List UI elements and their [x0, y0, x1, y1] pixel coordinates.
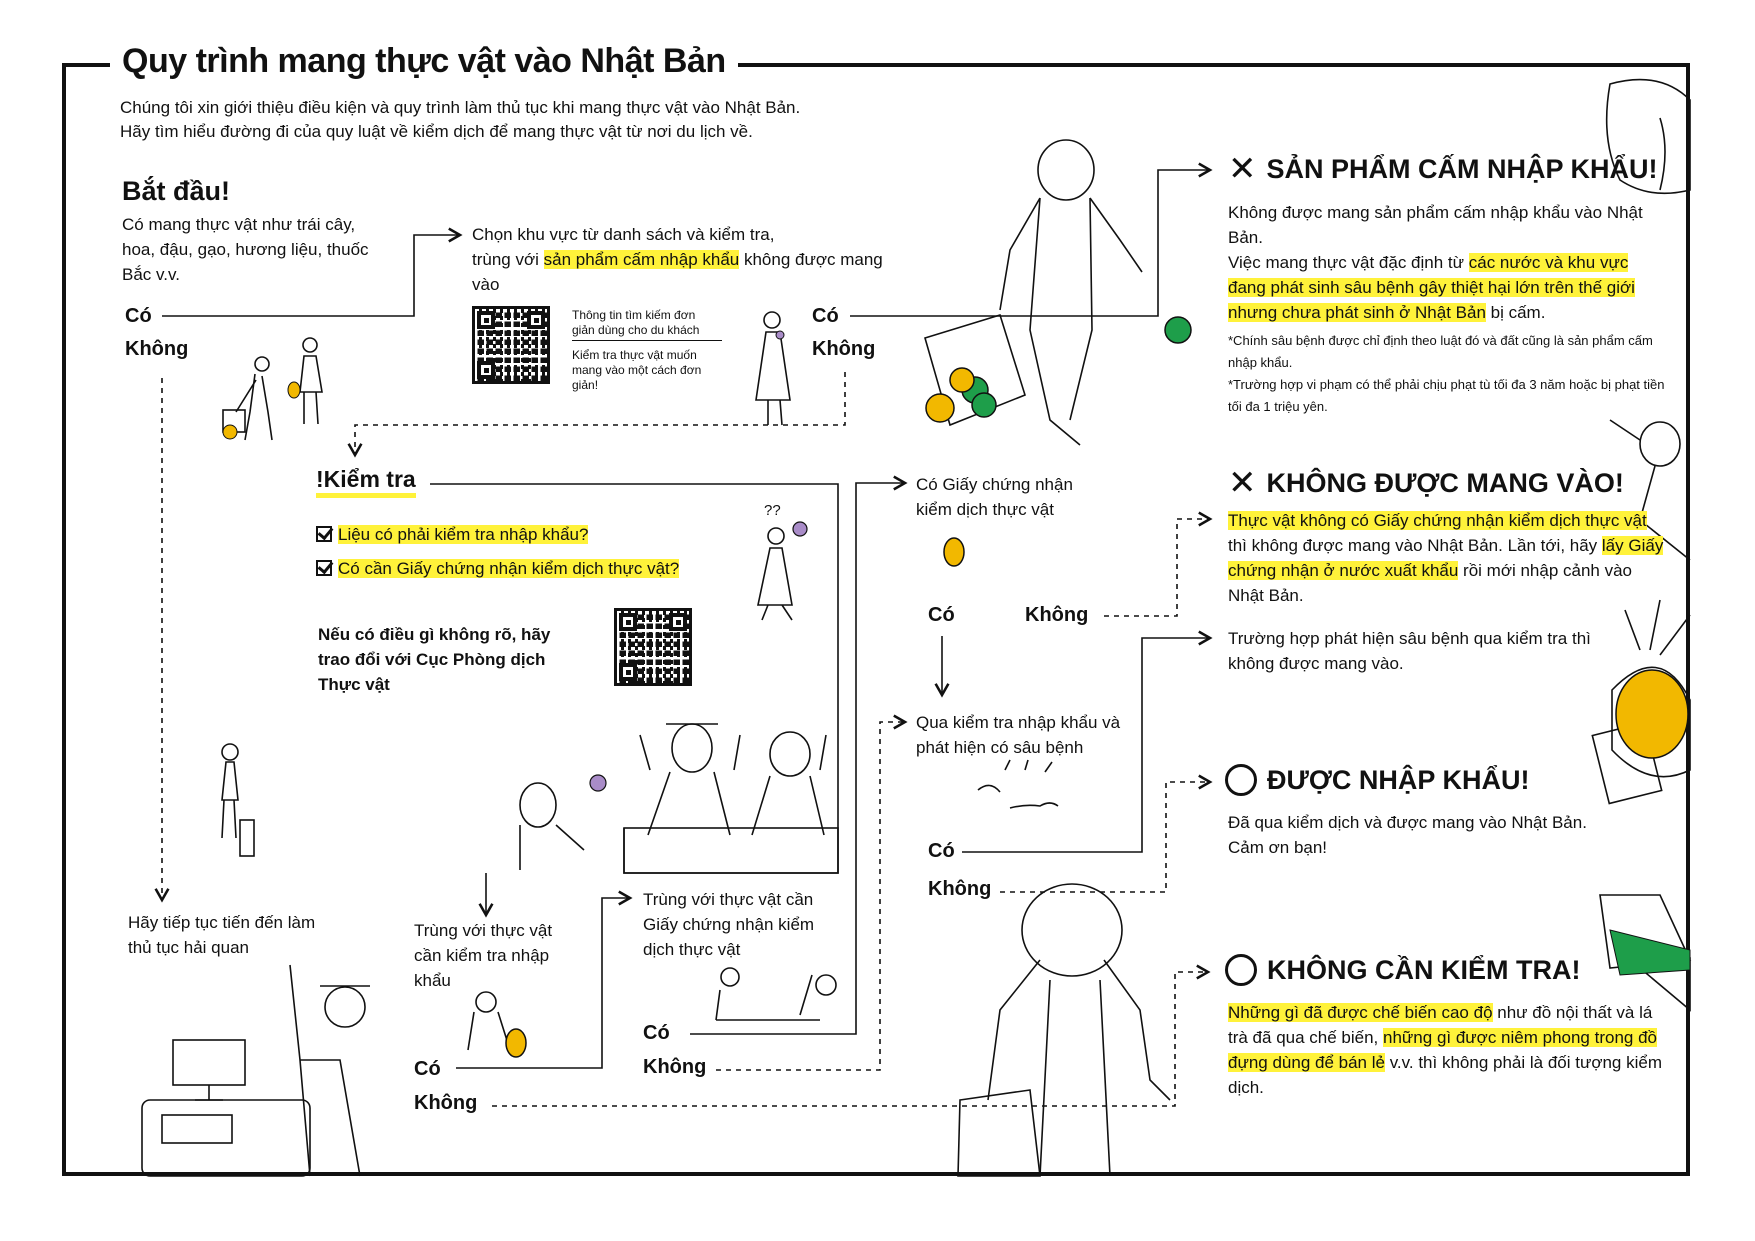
page-frame [62, 63, 1690, 1176]
qr-code-search[interactable] [472, 306, 550, 384]
has-cert-no: Không [1025, 604, 1089, 626]
banned-p2-post: bị cấm. [1485, 303, 1546, 322]
need-inspect-text: Trùng với thực vật cần kiểm tra nhập khẩ… [414, 921, 553, 990]
not-allowed-heading: ✕ KHÔNG ĐƯỢC MANG VÀO! [1228, 466, 1624, 500]
inspect-heading-text: Kiểm tra [323, 466, 416, 492]
check-list-line-3: vào [472, 275, 500, 294]
inspect-contact: Nếu có điều gì không rõ, hãy trao đổi vớ… [318, 625, 551, 694]
need-cert-text: Trùng với thực vật cần Giấy chứng nhận k… [643, 890, 815, 959]
intro: Chúng tôi xin giới thiệu điều kiện và qu… [120, 96, 1020, 144]
cross-icon: ✕ [1228, 464, 1257, 502]
circle-icon [1225, 764, 1257, 796]
inspect-q2-text: Có cần Giấy chứng nhận kiểm dịch thực vậ… [338, 559, 680, 578]
banned-p2-pre: Việc mang thực vật đặc định từ [1228, 253, 1469, 272]
no-inspect-post: v.v. thì không phải là đối tượng kiểm dị… [1228, 1053, 1663, 1097]
not-allowed-mid: thì không được mang vào Nhật Bản. Lần tớ… [1228, 536, 1602, 555]
banned-note-2: *Trường hợp vi phạm có thể phải chịu phạ… [1228, 377, 1665, 414]
start-question: Có mang thực vật như trái cây, hoa, đậu,… [122, 215, 369, 284]
inspect-q2: Có cần Giấy chứng nhận kiểm dịch thực vậ… [316, 556, 680, 581]
intro-line-2: Hãy tìm hiểu đường đi của quy luật về ki… [120, 122, 753, 141]
pest-found-text: Qua kiểm tra nhập khẩu và phát hiện có s… [916, 713, 1121, 757]
has-cert-yes: Có [928, 604, 955, 626]
not-allowed-heading-text: KHÔNG ĐƯỢC MANG VÀO! [1266, 467, 1624, 498]
check-list-line-1: Chọn khu vực từ danh sách và kiểm tra, [472, 225, 775, 244]
not-allowed-post: rồi mới nhập cảnh vào Nhật Bản. [1228, 561, 1632, 605]
not-allowed-p2: Trường hợp phát hiện sâu bệnh qua kiểm t… [1228, 629, 1591, 673]
question-marks: ?? [764, 502, 781, 519]
check-list-text: Chọn khu vực từ danh sách và kiểm tra, t… [472, 222, 922, 297]
customs-text: Hãy tiếp tục tiến đến làm thủ tục hải qu… [128, 913, 316, 957]
fruit-marks [222, 316, 1691, 1058]
check-list-yes: Có [812, 305, 839, 327]
allowed-heading-text: ĐƯỢC NHẬP KHẨU! [1267, 764, 1530, 795]
no-inspect-heading-text: KHÔNG CẦN KIỂM TRA! [1267, 954, 1581, 985]
page-title: Quy trình mang thực vật vào Nhật Bản [110, 42, 738, 81]
pest-found-yes: Có [928, 840, 955, 862]
intro-line-1: Chúng tôi xin giới thiệu điều kiện và qu… [120, 98, 801, 117]
check-list-line-2-pre: trùng với [472, 250, 544, 269]
start-yes: Có [125, 305, 152, 327]
inspect-q1-text: Liệu có phải kiểm tra nhập khẩu? [338, 525, 589, 544]
has-cert-text: Có Giấy chứng nhận kiểm dịch thực vật [916, 475, 1073, 519]
start-no: Không [125, 338, 189, 360]
banned-p1: Không được mang sản phẩm cấm nhập khẩu v… [1228, 203, 1643, 247]
qr-code-contact[interactable] [614, 608, 692, 686]
banned-p2: Việc mang thực vật đặc định từ các nước … [1228, 250, 1668, 325]
qr-info-2: Kiểm tra thực vật muốn mang vào một cách… [572, 348, 702, 392]
need-cert-yes: Có [643, 1022, 670, 1044]
no-inspect-mid: như đồ nội thất và lá trà đã qua chế biế… [1228, 1003, 1653, 1047]
check-list-line-2: trùng với sản phẩm cấm nhập khẩu không đ… [472, 247, 922, 272]
allowed-p2: Cảm ơn bạn! [1228, 838, 1328, 857]
allowed-heading: ĐƯỢC NHẬP KHẨU! [1225, 764, 1529, 796]
start-heading: Bắt đầu! [122, 176, 230, 206]
inspect-heading: !Kiểm tra [316, 466, 416, 498]
allowed-p1: Đã qua kiểm dịch và được mang vào Nhật B… [1228, 813, 1587, 832]
qr-divider [572, 340, 722, 341]
banned-heading-text: SẢN PHẨM CẤM NHẬP KHẨU! [1266, 153, 1658, 184]
need-cert-no: Không [643, 1056, 707, 1078]
banned-highlight: sản phẩm cấm nhập khẩu [543, 250, 740, 269]
checkbox-icon [316, 526, 332, 542]
no-inspect-highlight-1: Những gì đã được chế biến cao độ [1228, 1003, 1493, 1022]
banned-notes: *Chính sâu bệnh được chỉ định theo luật … [1228, 330, 1668, 418]
exclaim-icon: ! [316, 466, 324, 492]
no-inspect-body: Những gì đã được chế biến cao độ như đồ … [1228, 1000, 1668, 1100]
cross-icon: ✕ [1228, 150, 1257, 188]
pest-found-no: Không [928, 878, 992, 900]
need-inspect-no: Không [414, 1092, 478, 1114]
not-allowed-p1: Thực vật không có Giấy chứng nhận kiểm d… [1228, 508, 1668, 608]
qr-info-1: Thông tin tìm kiếm đơn giản dùng cho du … [572, 308, 700, 337]
inspect-q1: Liệu có phải kiểm tra nhập khẩu? [316, 522, 589, 547]
no-inspect-heading: KHÔNG CẦN KIỂM TRA! [1225, 954, 1580, 986]
check-list-no: Không [812, 338, 876, 360]
banned-body: Không được mang sản phẩm cấm nhập khẩu v… [1228, 200, 1668, 325]
not-allowed-highlight-1: Thực vật không có Giấy chứng nhận kiểm d… [1228, 511, 1647, 530]
banned-note-1: *Chính sâu bệnh được chỉ định theo luật … [1228, 333, 1653, 370]
banned-heading: ✕ SẢN PHẨM CẤM NHẬP KHẨU! [1228, 152, 1658, 186]
circle-icon [1225, 954, 1257, 986]
check-list-line-2-post: không được mang [739, 250, 883, 269]
allowed-body: Đã qua kiểm dịch và được mang vào Nhật B… [1228, 810, 1668, 860]
need-inspect-yes: Có [414, 1058, 441, 1080]
checkbox-icon [316, 560, 332, 576]
